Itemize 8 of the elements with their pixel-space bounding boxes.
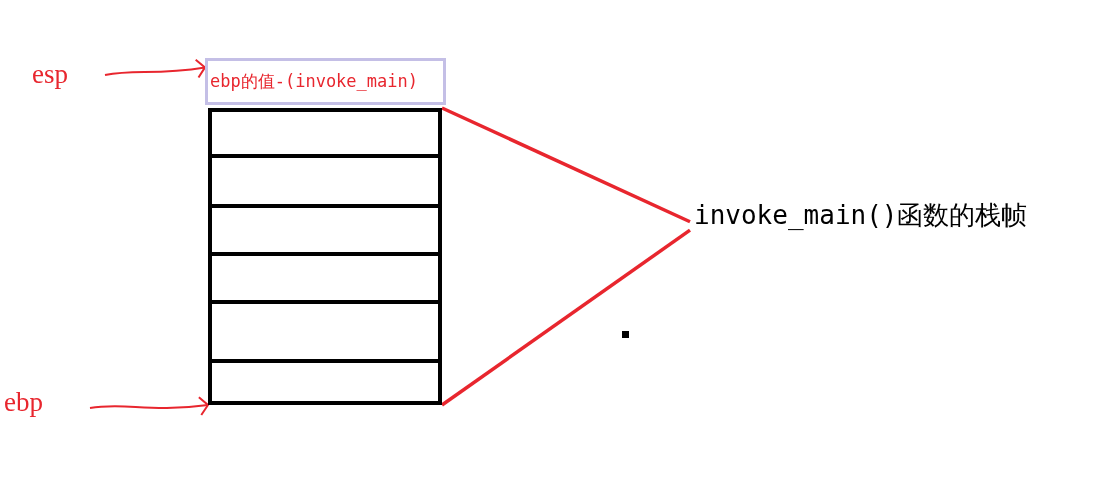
bracket-line bbox=[441, 228, 691, 407]
register-label: ebp bbox=[0, 384, 58, 420]
pointer-arrow bbox=[89, 396, 209, 416]
register-label: esp bbox=[28, 56, 90, 92]
stack-slot: ebp的值-(invoke_main) bbox=[205, 58, 446, 105]
frame-label: invoke_main()函数的栈帧 bbox=[690, 194, 1100, 236]
pointer-arrow bbox=[104, 58, 206, 79]
bracket-line bbox=[441, 106, 691, 224]
